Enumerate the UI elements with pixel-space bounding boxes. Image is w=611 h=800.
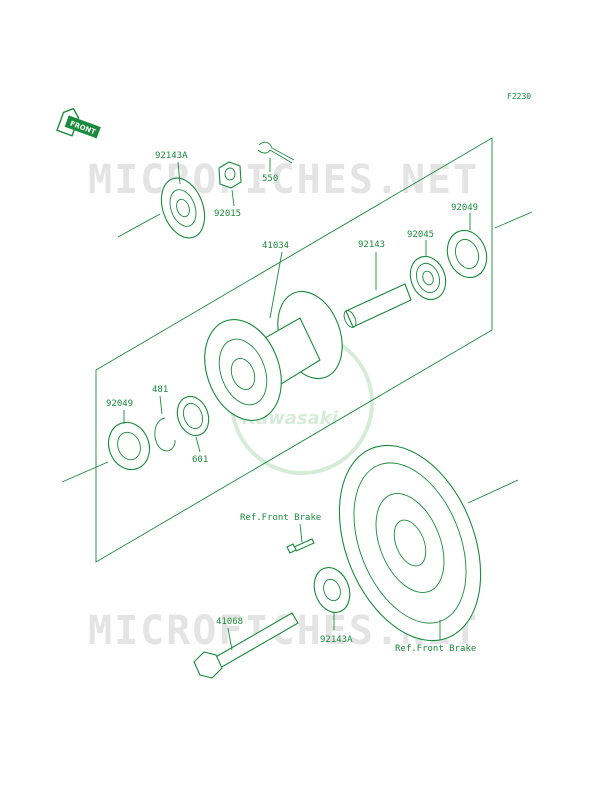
frame-bottom-lead (467, 479, 519, 504)
leader-ref-brake-top (299, 523, 303, 543)
leader-92015 (231, 189, 235, 207)
label-92049-right: 92049 (451, 203, 478, 213)
spacer-end (343, 310, 357, 328)
label-481: 481 (152, 385, 168, 395)
disc-center-bore (393, 519, 427, 567)
figure-code: F2230 (507, 92, 531, 101)
disc-bolt-shape (286, 538, 315, 554)
label-92045: 92045 (407, 230, 434, 240)
collar-top-inner (176, 198, 190, 218)
nut-hex (218, 161, 242, 189)
leader-481 (159, 395, 163, 415)
part-601-bearing (176, 395, 210, 453)
collar-bottom-outer (313, 567, 351, 613)
front-label-box (64, 115, 101, 139)
bearing-right-race (416, 262, 440, 294)
seal-left-inner (117, 431, 141, 461)
part-92045-bearing (409, 240, 447, 301)
label-92049-left: 92049 (106, 399, 133, 409)
axle-head (193, 651, 223, 679)
leader-41068 (227, 627, 233, 651)
seal-right-outer (446, 229, 488, 279)
part-92143a-bottom (313, 567, 351, 630)
label-92143: 92143 (358, 240, 385, 250)
front-direction-badge: FRONT (56, 107, 101, 139)
label-41034: 41034 (262, 241, 289, 251)
circlip-ring (154, 417, 176, 452)
disc-carrier (375, 493, 445, 593)
part-92143-spacer (343, 252, 412, 328)
hub-flange-left-inner (218, 338, 268, 406)
part-92049-right-seal (446, 213, 488, 279)
frame-top-lead (117, 213, 161, 238)
part-brake-disc (338, 444, 482, 642)
part-550-cotter-pin (257, 141, 295, 172)
collar-bottom-inner (323, 578, 341, 602)
frame-right-lead (494, 211, 533, 229)
hub-bore (230, 358, 256, 390)
disc-outer (338, 444, 482, 642)
seal-left-outer (107, 421, 151, 471)
disc-rotor-band (353, 462, 467, 624)
part-disc-bolt (286, 523, 315, 554)
hub-flange-left (204, 319, 282, 421)
label-41068: 41068 (216, 617, 243, 627)
watermark-top: MICROFICHES.NET (88, 157, 479, 203)
part-92143a-top (160, 161, 206, 239)
bearing-right-bore (422, 270, 434, 286)
part-92049-left-seal (107, 410, 151, 471)
collar-top-mid (169, 189, 197, 227)
part-41034-hub (204, 251, 343, 421)
label-92015: 92015 (214, 209, 241, 219)
label-92143a-bottom: 92143A (320, 635, 353, 645)
front-arrow-icon (56, 107, 80, 137)
part-41068-axle (193, 612, 299, 679)
leader-41034 (269, 251, 283, 319)
label-601: 601 (192, 455, 208, 465)
label-550: 550 (262, 174, 278, 184)
cotter-pin-shape (257, 141, 295, 164)
label-92143a-top: 92143A (155, 151, 188, 161)
spacer-tube (345, 283, 412, 328)
bearing-left-outer (176, 395, 210, 437)
label-ref-brake-top: Ref.Front Brake (240, 513, 321, 523)
frame-left-lead (61, 461, 109, 483)
bearing-left-race (182, 402, 204, 430)
seal-right-inner (455, 238, 479, 270)
bearing-right-outer (409, 255, 447, 301)
assembly-frame (61, 137, 533, 563)
part-92015-nut (218, 161, 242, 207)
nut-hole (224, 167, 236, 181)
label-ref-brake-bottom: Ref.Front Brake (395, 644, 476, 654)
part-481-circlip (154, 395, 176, 452)
frame-outline (95, 137, 493, 563)
leader-92143a-top (177, 161, 181, 185)
leader-601 (195, 436, 201, 453)
